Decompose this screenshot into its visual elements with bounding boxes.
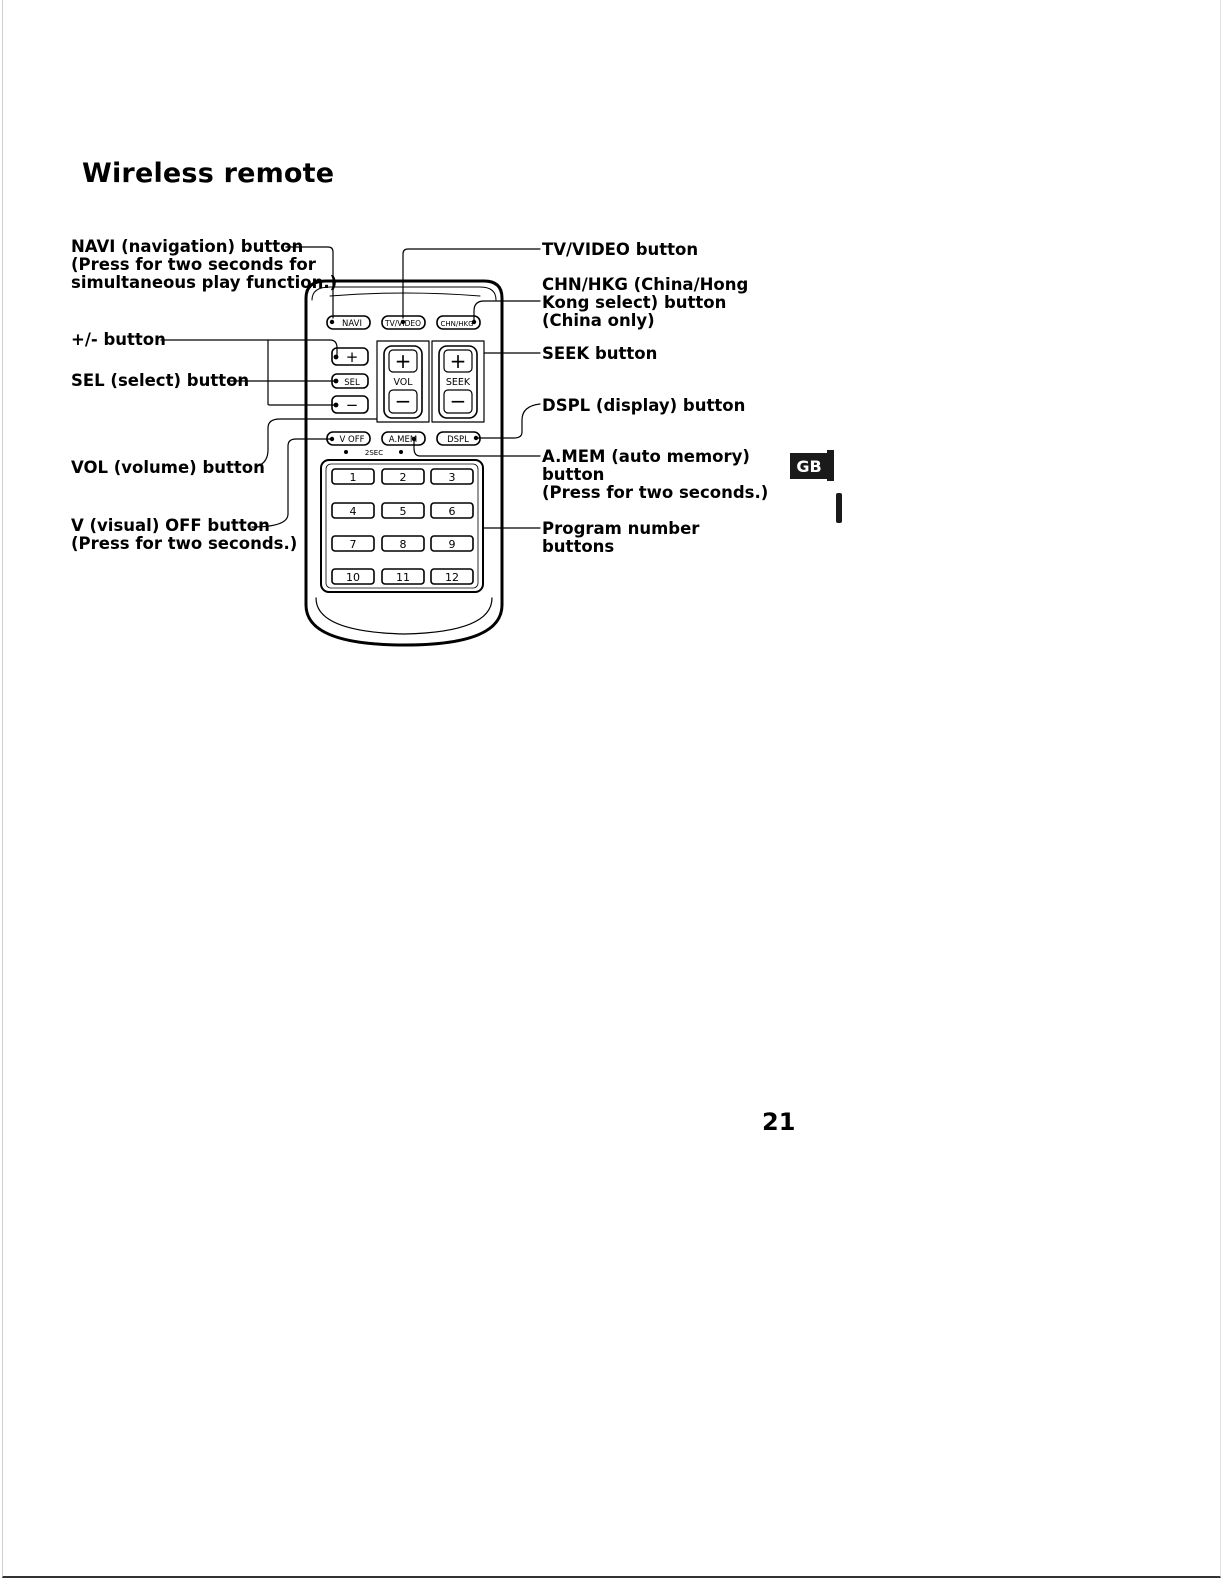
leader-chn-hkg <box>473 300 541 323</box>
vol-frame <box>376 340 430 423</box>
number-key-5[interactable] <box>381 502 425 519</box>
callout-a-mem: A.MEM (auto memory) button (Press for tw… <box>542 447 769 502</box>
callout-sel: SEL (select) button <box>71 371 250 390</box>
callout-vol: VOL (volume) button <box>71 458 265 477</box>
number-key-label-11: 11 <box>396 571 410 584</box>
number-key-4[interactable] <box>331 502 375 519</box>
number-key-8[interactable] <box>381 535 425 552</box>
section-title: Wireless remote <box>82 158 335 189</box>
seek-plus-label: + <box>450 349 467 373</box>
number-key-label-4: 4 <box>350 505 357 518</box>
number-key-3[interactable] <box>430 468 474 485</box>
remote-bottom-inner <box>315 597 493 635</box>
number-pad-frame <box>320 459 484 593</box>
number-key-9[interactable] <box>430 535 474 552</box>
remote-body <box>304 279 504 647</box>
remote-body-inner <box>311 286 497 301</box>
tv-video-key-label: TV/VIDEO <box>384 319 421 328</box>
number-key-10[interactable] <box>331 568 375 585</box>
seek-minus-face <box>443 389 473 414</box>
number-key-label-9: 9 <box>449 538 456 551</box>
vol-key-label: VOL <box>393 377 413 388</box>
navi-button[interactable] <box>326 315 371 330</box>
leader-plus-minus <box>160 339 336 406</box>
remote-top-arc <box>329 292 481 297</box>
minus-key-label: − <box>346 396 359 414</box>
plus-button[interactable] <box>331 347 369 366</box>
number-key-12[interactable] <box>430 568 474 585</box>
number-key-7[interactable] <box>331 535 375 552</box>
number-key-label-12: 12 <box>445 571 459 584</box>
callout-v-off: V (visual) OFF button (Press for two sec… <box>71 516 298 553</box>
number-key-label-3: 3 <box>449 471 456 484</box>
leader-v-off <box>251 438 333 528</box>
number-key-1[interactable] <box>331 468 375 485</box>
seek-plus-face <box>443 349 473 373</box>
seek-key[interactable] <box>438 345 478 419</box>
number-key-label-7: 7 <box>350 538 357 551</box>
callout-navi: NAVI (navigation) button (Press for two … <box>71 237 338 292</box>
edge-index-mark <box>836 493 842 523</box>
sel-key-label: SEL <box>344 378 360 388</box>
two-sec-label: 2SEC <box>365 449 383 457</box>
vol-minus-label: − <box>395 389 412 413</box>
vol-plus-label: + <box>395 349 412 373</box>
callout-chn-hkg: CHN/HKG (China/Hong Kong select) button … <box>542 275 749 330</box>
seek-key-label: SEEK <box>446 377 471 388</box>
callout-dspl: DSPL (display) button <box>542 396 746 415</box>
callout-program-number: Program number buttons <box>542 519 700 556</box>
vol-key[interactable] <box>383 345 423 419</box>
leader-dspl <box>475 403 541 439</box>
dspl-key-label: DSPL <box>447 435 469 445</box>
navi-key-label: NAVI <box>342 319 362 329</box>
number-key-2[interactable] <box>381 468 425 485</box>
chn-hkg-button[interactable] <box>436 315 481 330</box>
number-key-label-6: 6 <box>449 505 456 518</box>
page-number: 21 <box>762 1108 796 1136</box>
a-mem-key-label: A.MEM <box>389 435 417 445</box>
number-key-label-1: 1 <box>350 471 357 484</box>
number-key-11[interactable] <box>381 568 425 585</box>
seek-frame <box>431 340 485 423</box>
region-tab-notch <box>827 450 834 481</box>
leader-navi <box>285 246 334 319</box>
callout-plus-minus: +/- button <box>71 330 166 349</box>
callout-tv-video: TV/VIDEO button <box>542 240 699 259</box>
number-key-6[interactable] <box>430 502 474 519</box>
number-key-label-8: 8 <box>400 538 407 551</box>
leader-plus <box>267 339 338 358</box>
chn-hkg-key-label: CHN/HKG <box>440 320 473 328</box>
number-key-label-10: 10 <box>346 571 360 584</box>
plus-key-label: + <box>346 348 359 366</box>
leader-a-mem <box>413 439 541 457</box>
v-off-key-label: V OFF <box>340 435 365 445</box>
number-key-label-2: 2 <box>400 471 407 484</box>
leader-vol <box>257 418 378 467</box>
leader-tv-video <box>402 248 541 319</box>
region-tab-gb: GB <box>790 453 828 479</box>
vol-minus-face <box>388 389 418 414</box>
a-mem-button[interactable] <box>381 431 426 446</box>
number-key-label-5: 5 <box>400 505 407 518</box>
vol-plus-face <box>388 349 418 373</box>
number-pad-inner <box>325 463 479 589</box>
callout-seek: SEEK button <box>542 344 658 363</box>
seek-minus-label: − <box>450 389 467 413</box>
